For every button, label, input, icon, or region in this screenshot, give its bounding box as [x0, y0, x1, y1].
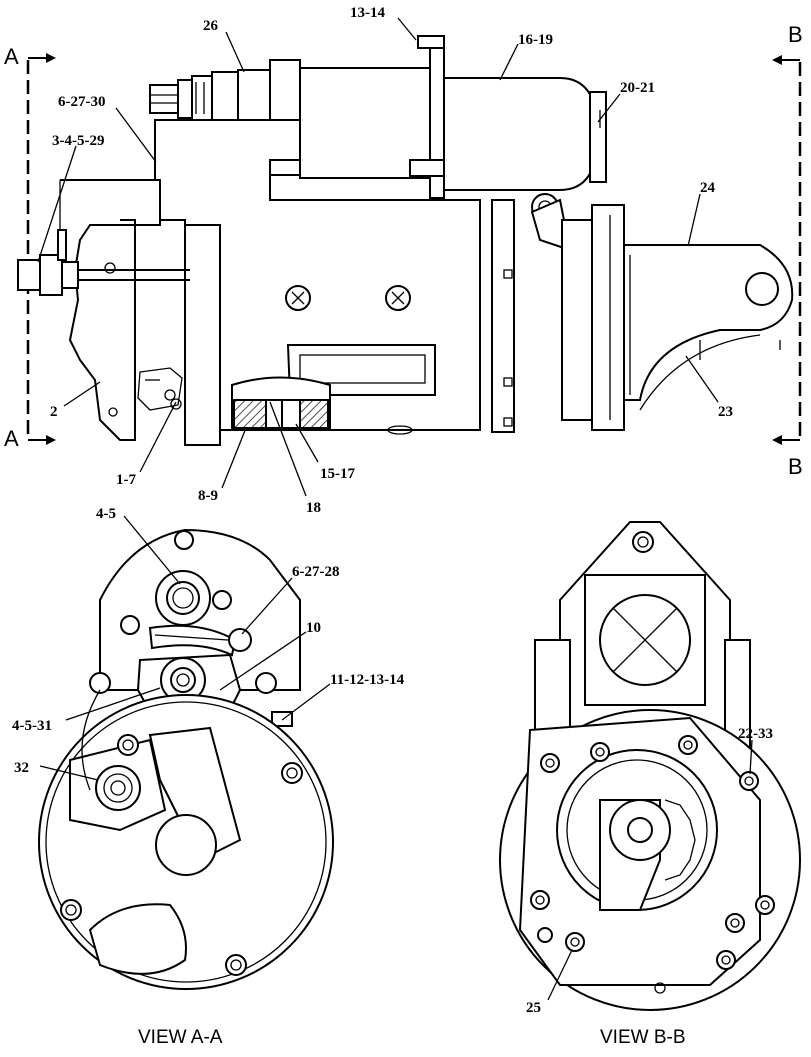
callout-23: 23 — [718, 404, 733, 420]
section-marker-a-top: A — [4, 44, 19, 69]
callout-3-4-5-29: 3-4-5-29 — [52, 133, 105, 149]
section-line-b — [772, 55, 802, 445]
callout-24: 24 — [700, 180, 716, 196]
callout-8-9: 8-9 — [198, 488, 218, 504]
callout-2: 2 — [50, 404, 58, 420]
section-line-a — [26, 53, 56, 445]
section-marker-a-bottom: A — [4, 426, 19, 451]
side-view-leaders — [37, 17, 719, 497]
caption-view-a-a: VIEW A-A — [138, 1027, 223, 1048]
callout-26: 26 — [203, 18, 219, 34]
callout-6-27-28: 6-27-28 — [292, 564, 340, 580]
view-b-b-drawing — [499, 521, 801, 1011]
section-marker-b-top: B — [788, 22, 803, 47]
callout-10: 10 — [306, 620, 321, 636]
callout-4-5-31: 4-5-31 — [12, 718, 52, 734]
callout-15-17: 15-17 — [320, 466, 355, 482]
callout-25: 25 — [526, 1000, 541, 1016]
callout-32: 32 — [14, 760, 29, 776]
callout-1-7: 1-7 — [116, 472, 136, 488]
callout-4-5-top: 4-5 — [96, 506, 116, 522]
callout-6-27-30: 6-27-30 — [58, 94, 106, 110]
callout-11-12-13-14: 11-12-13-14 — [330, 672, 405, 688]
view-a-a-drawing — [38, 528, 334, 990]
callout-20-21: 20-21 — [620, 80, 655, 96]
starter-side-view — [17, 35, 794, 446]
caption-view-b-b: VIEW B-B — [600, 1027, 686, 1048]
view-a-leaders — [39, 515, 331, 781]
section-marker-b-bottom: B — [788, 454, 803, 479]
callout-13-14: 13-14 — [350, 5, 385, 21]
callout-22-33: 22-33 — [738, 726, 773, 742]
view-b-leaders — [547, 739, 753, 1001]
callout-16-19: 16-19 — [518, 32, 553, 48]
callout-18: 18 — [306, 500, 321, 516]
